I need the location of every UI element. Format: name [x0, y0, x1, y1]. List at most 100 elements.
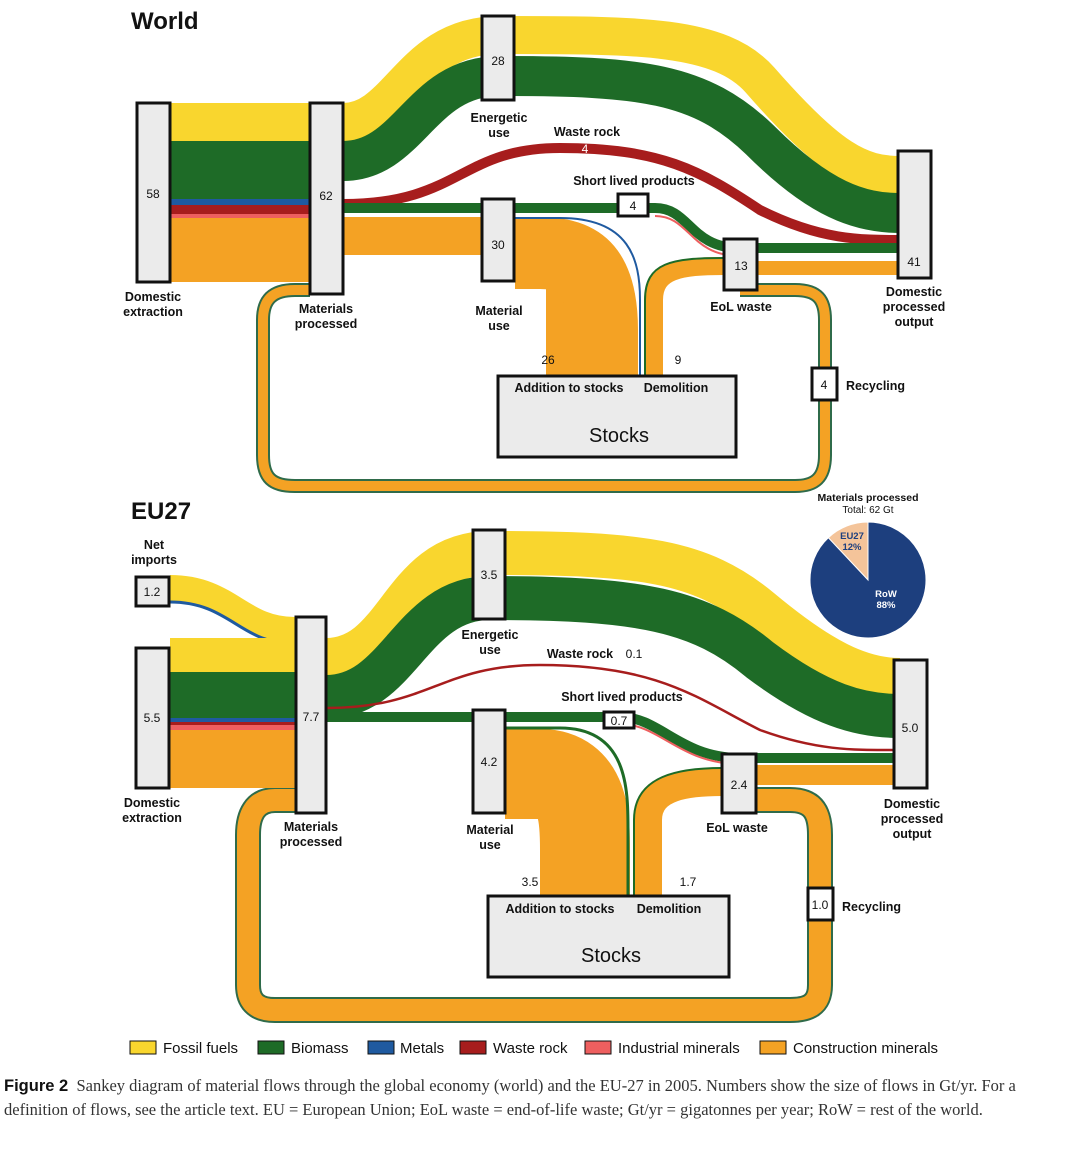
- world-label-addition: Addition to stocks: [514, 381, 623, 395]
- eu27-label-addition: Addition to stocks: [505, 902, 614, 916]
- eu27-label-stocks: Stocks: [581, 945, 641, 967]
- world-de-construction: [170, 218, 310, 282]
- world-flow-construction-stock: [515, 217, 638, 376]
- eu27-label-net-imports-2: imports: [131, 553, 177, 567]
- world-label-energetic-use-1: Energetic: [471, 111, 528, 125]
- eu27-label-waste-rock: Waste rock: [547, 647, 613, 661]
- world-node-material-use: [480, 197, 516, 283]
- eu27-value-material-use: 4.2: [481, 755, 498, 769]
- eu27-title: EU27: [131, 498, 191, 525]
- world-value-energetic-use: 28: [491, 54, 505, 68]
- world-node-dpo: [896, 149, 933, 280]
- world-flow-energetic-biomass: [170, 55, 901, 233]
- world-value-domestic-extraction: 58: [146, 187, 160, 201]
- eu27-flow-construction-stock-edge: [505, 726, 630, 896]
- world-title: World: [131, 8, 199, 35]
- eu27-label-materials-processed-1: Materials: [284, 820, 338, 834]
- eu27-de-biomass: [170, 672, 296, 718]
- world-label-energetic-use-2: use: [488, 126, 510, 140]
- eu27-node-net-imports: [134, 575, 171, 608]
- eu27-de-waste-rock: [170, 722, 296, 725]
- legend-swatch-biomass: [257, 1040, 285, 1055]
- eu27-value-recycling: 1.0: [812, 898, 829, 912]
- eu27-label-material-use-1: Material: [466, 823, 513, 837]
- world-value-materials-processed: 62: [319, 189, 333, 203]
- world-label-materials-processed-2: processed: [295, 317, 358, 331]
- world-flow-recycling-inner: [258, 285, 830, 491]
- eu27-flow-demolition: [634, 768, 723, 896]
- world-node-eol-waste: [722, 237, 759, 292]
- eu27-flow-energetic-fossil: [170, 530, 901, 702]
- eu27-value-eol-waste: 2.4: [731, 778, 748, 792]
- eu27-flow-recycling-inner: [237, 789, 831, 1021]
- world-label-material-use-2: use: [488, 319, 510, 333]
- world-value-demolition: 9: [675, 353, 682, 367]
- legend: Fossil fuels Biomass Metals Waste rock I…: [129, 1040, 938, 1057]
- world-label-dpo-3: output: [895, 315, 935, 329]
- legend-label-metals: Metals: [400, 1040, 444, 1057]
- pie-pct-row: 88%: [876, 600, 896, 611]
- eu27-value-dpo: 5.0: [902, 721, 919, 735]
- world-node-short-lived: [616, 192, 650, 218]
- eu27-value-net-imports: 1.2: [144, 585, 161, 599]
- eu27-node-material-use: [471, 708, 507, 815]
- world-label-recycling: Recycling: [846, 379, 905, 393]
- pie-chart: Materials processed Total: 62 Gt EU27 12…: [809, 492, 927, 639]
- eu27-label-eol-waste: EoL waste: [706, 821, 768, 835]
- eu27-value-demolition: 1.7: [680, 875, 697, 889]
- eu27-value-addition: 3.5: [522, 875, 539, 889]
- eu27-label-dpo-2: processed: [881, 812, 944, 826]
- pie-title: Materials processed: [818, 492, 919, 504]
- world-value-dpo: 41: [907, 255, 921, 269]
- world-node-stocks: [496, 374, 738, 459]
- legend-swatch-construction-minerals: [759, 1040, 787, 1055]
- legend-label-fossil-fuels: Fossil fuels: [163, 1040, 238, 1057]
- legend-swatch-industrial-minerals: [584, 1040, 612, 1055]
- eu27-flow-demolition-edge: [633, 767, 723, 896]
- world-de-metals: [170, 199, 310, 205]
- eu27-de-fossil: [170, 648, 296, 672]
- legend-swatch-waste-rock: [459, 1040, 487, 1055]
- eu27-node-domestic-extraction: [134, 646, 171, 790]
- world-flow-demolition: [645, 257, 725, 376]
- world-label-demolition: Demolition: [644, 381, 709, 395]
- eu27-label-dpo-1: Domestic: [884, 797, 940, 811]
- eu27-label-domestic-extraction-1: Domestic: [124, 796, 180, 810]
- world-label-short-lived: Short lived products: [573, 174, 695, 188]
- eu27-node-dpo: [892, 658, 929, 790]
- eu27-node-stocks: [486, 894, 731, 979]
- world-de-biomass: [170, 141, 310, 199]
- world-de-industrial: [170, 214, 310, 218]
- world-node-recycling: [810, 366, 839, 402]
- pie-label-row: RoW: [875, 589, 897, 600]
- world-de-waste-rock: [170, 205, 310, 214]
- eu27-value-waste-rock: 0.1: [626, 647, 643, 661]
- pie-label-eu27: EU27: [840, 531, 864, 542]
- eu27-label-energetic-use-2: use: [479, 643, 501, 657]
- eu27-node-eol-waste: [720, 752, 758, 815]
- world-label-waste-rock: Waste rock: [554, 125, 620, 139]
- world-node-materials-processed: [308, 101, 345, 296]
- world-flow-energetic-fossil: [170, 15, 901, 194]
- world-value-addition: 26: [541, 353, 555, 367]
- world-label-stocks: Stocks: [589, 425, 649, 447]
- legend-label-construction-minerals: Construction minerals: [793, 1040, 938, 1057]
- eu27-value-materials-processed: 7.7: [303, 710, 320, 724]
- world-node-energetic-use: [480, 14, 516, 102]
- eu27-label-net-imports-1: Net: [144, 538, 165, 552]
- eu27-label-materials-processed-2: processed: [280, 835, 343, 849]
- eu27-de-construction: [170, 730, 296, 788]
- world-value-recycling: 4: [821, 378, 828, 392]
- eu27-flow-waste-rock: [325, 663, 901, 752]
- eu27-value-short-lived: 0.7: [611, 714, 628, 728]
- world-label-materials-processed-1: Materials: [299, 302, 353, 316]
- pie-slices: [809, 521, 927, 639]
- world-value-eol-waste: 13: [734, 259, 748, 273]
- world-flow-metals-edge: [515, 217, 641, 376]
- eu27-node-energetic-use: [471, 528, 507, 621]
- world-label-dpo-1: Domestic: [886, 285, 942, 299]
- eu27-node-materials-processed: [294, 615, 328, 815]
- world-label-dpo-2: processed: [883, 300, 946, 314]
- eu27-label-energetic-use-1: Energetic: [462, 628, 519, 642]
- eu27-de-industrial: [170, 725, 296, 730]
